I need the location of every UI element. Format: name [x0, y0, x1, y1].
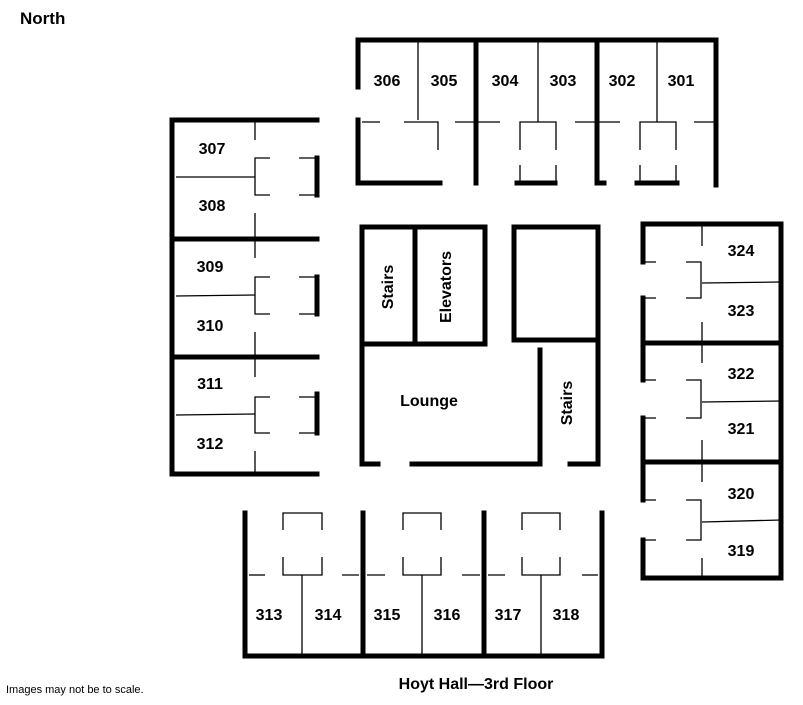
room-307-label: 307: [198, 141, 226, 158]
room-301-label: 301: [667, 73, 695, 90]
compass-label: North: [20, 9, 66, 28]
room-317-label: 317: [494, 607, 522, 624]
stairs-label-south: Stairs: [559, 380, 576, 426]
room-302-label: 302: [608, 73, 636, 90]
room-323-label: 323: [727, 303, 755, 320]
room-314-label: 314: [314, 607, 342, 624]
room-310-label: 310: [196, 318, 224, 335]
room-316-label: 316: [433, 607, 461, 624]
room-320-label: 320: [727, 486, 755, 503]
room-309-label: 309: [196, 259, 224, 276]
room-318-label: 318: [552, 607, 580, 624]
room-303-label: 303: [549, 73, 577, 90]
room-321-label: 321: [727, 421, 755, 438]
room-319-label: 319: [727, 543, 755, 560]
floor-title: Hoyt Hall—3rd Floor: [398, 676, 554, 693]
room-308-label: 308: [198, 198, 226, 215]
scale-note: Images may not be to scale.: [6, 684, 144, 696]
room-311-label: 311: [197, 376, 223, 393]
room-312-label: 312: [196, 436, 224, 453]
walls: [169, 37, 784, 659]
lounge-label: Lounge: [400, 393, 458, 410]
room-313-label: 313: [255, 607, 283, 624]
partitions: [175, 40, 782, 656]
elevators-label: Elevators: [438, 250, 455, 324]
room-322-label: 322: [727, 366, 755, 383]
room-304-label: 304: [491, 73, 519, 90]
room-305-label: 305: [430, 73, 458, 90]
room-315-label: 315: [373, 607, 401, 624]
room-324-label: 324: [727, 243, 755, 260]
room-306-label: 306: [373, 73, 401, 90]
stairs-label-north: Stairs: [380, 264, 397, 310]
